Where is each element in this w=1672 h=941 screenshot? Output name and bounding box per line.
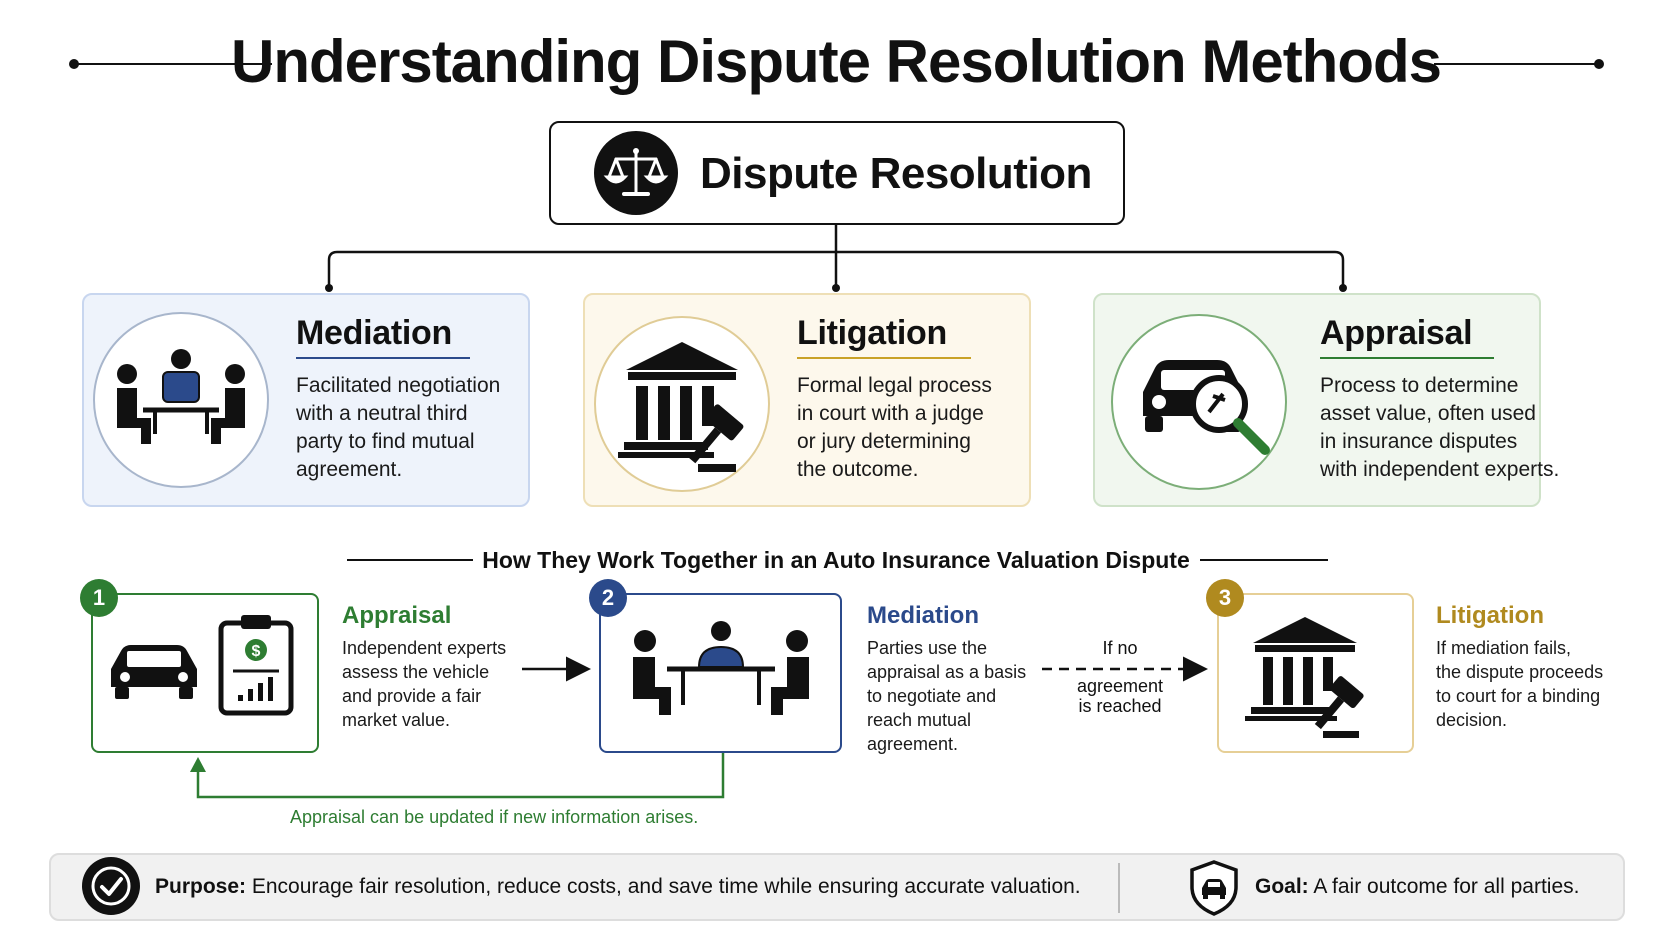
subtitle-rule-right bbox=[1200, 559, 1328, 561]
litigation-title: Litigation bbox=[797, 314, 947, 352]
shield-car-icon bbox=[1190, 860, 1238, 916]
step-badge-3: 3 bbox=[1206, 579, 1244, 617]
section-subtitle: How They Work Together in an Auto Insura… bbox=[482, 547, 1190, 573]
appraisal-title-underline bbox=[1320, 357, 1494, 359]
appraisal-icon-circle bbox=[1111, 314, 1287, 490]
connector-dot-appraisal bbox=[1339, 284, 1347, 292]
courthouse-gavel-icon bbox=[618, 342, 744, 472]
page-title: Understanding Dispute Resolution Methods bbox=[230, 28, 1442, 95]
mediation-title: Mediation bbox=[296, 314, 452, 352]
mediation-meeting-icon bbox=[117, 349, 245, 444]
step-litigation-description: If mediation fails, the dispute proceeds… bbox=[1436, 638, 1604, 730]
connector-dot-mediation bbox=[325, 284, 333, 292]
mediation-title-underline bbox=[296, 357, 470, 359]
mediation-description: Facilitated negotiation with a neutral t… bbox=[296, 374, 501, 481]
appraisal-title: Appraisal bbox=[1320, 314, 1473, 352]
mediation-meeting-icon bbox=[633, 621, 809, 715]
title-rule-left bbox=[72, 63, 272, 65]
step-litigation-title: Litigation bbox=[1436, 602, 1544, 629]
svg-text:$: $ bbox=[252, 643, 261, 660]
footer-divider bbox=[1118, 863, 1120, 913]
step-appraisal-title: Appraisal bbox=[342, 602, 452, 629]
mediation-icon-circle bbox=[93, 312, 269, 488]
litigation-title-underline bbox=[797, 357, 971, 359]
courthouse-gavel-icon bbox=[1245, 617, 1364, 738]
step-badge-1: 1 bbox=[80, 579, 118, 617]
title-rule-dot-right bbox=[1594, 59, 1604, 69]
feedback-loop-arrowhead bbox=[190, 757, 206, 772]
step-mediation-description: Parties use the appraisal as a basis to … bbox=[867, 638, 1027, 754]
footer-bar bbox=[49, 853, 1625, 921]
title-rule-right bbox=[1434, 63, 1600, 65]
connector-dot-litigation bbox=[832, 284, 840, 292]
car-magnifier-icon bbox=[1143, 360, 1270, 455]
step-badge-2: 2 bbox=[589, 579, 627, 617]
car-clipboard-icon: $ bbox=[111, 615, 294, 716]
no-agreement-label: If no agreement is reached bbox=[1076, 638, 1164, 716]
feedback-note: Appraisal can be updated if new informat… bbox=[290, 807, 699, 827]
feedback-loop-line bbox=[196, 753, 725, 799]
step-litigation-box bbox=[1217, 593, 1414, 753]
footer-purpose: Purpose: Encourage fair resolution, redu… bbox=[155, 875, 1081, 898]
litigation-description: Formal legal process in court with a jud… bbox=[797, 374, 992, 481]
step-mediation-title: Mediation bbox=[867, 602, 979, 629]
scales-of-justice-icon bbox=[594, 131, 678, 215]
step-appraisal-box: $ bbox=[91, 593, 319, 753]
appraisal-description: Process to determine asset value, often … bbox=[1320, 374, 1560, 481]
step-mediation-box bbox=[599, 593, 842, 753]
footer-goal: Goal: A fair outcome for all parties. bbox=[1255, 875, 1580, 898]
checkmark-icon bbox=[82, 857, 140, 915]
subtitle-rule-left bbox=[347, 559, 473, 561]
step-appraisal-description: Independent experts assess the vehicle a… bbox=[342, 638, 507, 730]
litigation-icon-circle bbox=[594, 316, 770, 492]
root-node-label: Dispute Resolution bbox=[700, 149, 1092, 198]
